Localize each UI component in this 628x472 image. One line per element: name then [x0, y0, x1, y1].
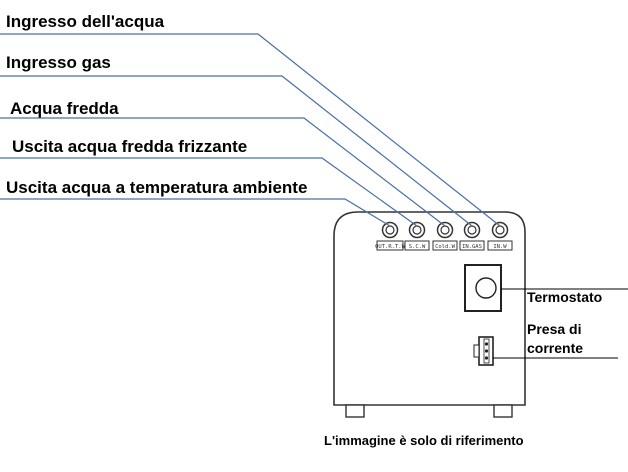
callout-gas-inlet: Ingresso gas: [6, 53, 111, 72]
port-ambient-label: OUT.R.T.W: [375, 244, 405, 250]
foot-right: [493, 404, 513, 418]
callout-cold-water: Acqua fredda: [10, 99, 119, 118]
callout-water-inlet: Ingresso dell'acqua: [6, 12, 165, 31]
port-sparkling-label: S.C.W: [409, 244, 426, 250]
leader-water-inlet: [0, 33, 501, 227]
port-cold: Cold.W: [432, 221, 458, 251]
label-power-line2: corrente: [527, 340, 583, 356]
port-sparkling: S.C.W: [404, 221, 430, 251]
power-socket: [473, 336, 494, 366]
leader-cold-water: [0, 117, 446, 227]
callout-sparkling-outlet: Uscita acqua fredda frizzante: [12, 137, 247, 156]
thermostat: [464, 264, 502, 312]
port-gas-label: IN.GAS: [462, 244, 482, 250]
port-ambient: OUT.R.T.W: [375, 221, 406, 251]
foot-left: [345, 404, 365, 418]
caption: L'immagine è solo di riferimento: [324, 433, 524, 448]
label-power-line1: Presa di: [527, 321, 581, 337]
port-inlet: IN.W: [487, 221, 513, 251]
callout-ambient-outlet: Uscita acqua a temperatura ambiente: [6, 178, 307, 197]
leader-gas-inlet: [0, 75, 473, 227]
port-gas: IN.GAS: [459, 221, 485, 251]
port-inlet-label: IN.W: [493, 244, 507, 250]
leader-ambient: [0, 198, 391, 227]
label-thermostat: Termostato: [527, 289, 602, 305]
leader-sparkling: [0, 157, 418, 227]
port-cold-label: Cold.W: [435, 244, 456, 250]
